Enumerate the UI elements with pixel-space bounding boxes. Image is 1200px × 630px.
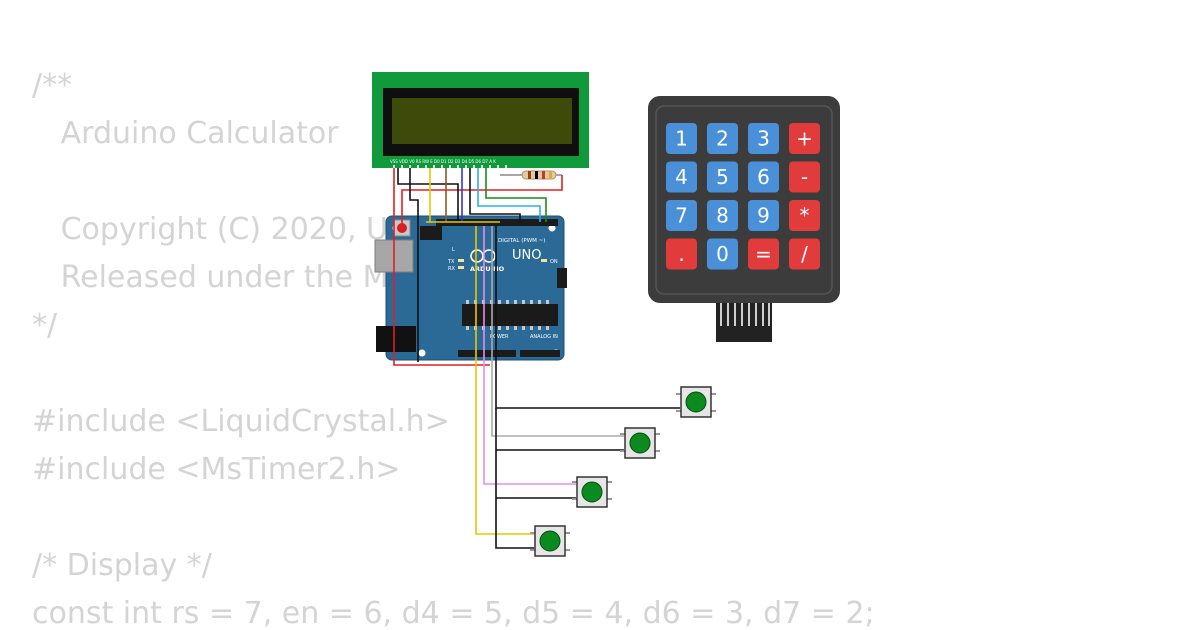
keypad-frame: [655, 105, 833, 295]
keypad-key-5[interactable]: [707, 161, 738, 193]
keypad-key-9[interactable]: [707, 200, 738, 231]
wire-button-4: [475, 226, 534, 535]
code-line: /**: [32, 68, 73, 103]
keypad-key-label: 6: [757, 165, 770, 189]
button-cap[interactable]: [629, 432, 651, 454]
mounting-hole: [548, 224, 556, 232]
keypad-key-label: 1: [675, 127, 688, 151]
on-led-label: ON: [550, 259, 558, 265]
keypad-key-label: 0: [716, 242, 729, 266]
keypad-key-label: .: [678, 242, 684, 266]
rx-label: RX: [448, 266, 455, 272]
wire-gnd-4: [495, 408, 534, 549]
keypad-key-label: 2: [716, 127, 729, 151]
keypad-key-15[interactable]: [789, 238, 820, 270]
icsp2-header: [557, 268, 567, 288]
keypad-key-7[interactable]: [789, 161, 820, 193]
arduino-brand: ARDUINO: [470, 265, 505, 273]
code-line: #include <LiquidCrystal.h>: [32, 404, 450, 439]
keypad-key-label: /: [801, 242, 808, 266]
power-header[interactable]: [458, 350, 516, 357]
keypad-key-label: 5: [716, 165, 729, 189]
keypad-key-14[interactable]: [748, 238, 779, 270]
digital-label: DIGITAL (PWM ~): [498, 238, 545, 244]
code-line: /* Display */: [32, 548, 212, 583]
icsp-header: [420, 226, 442, 240]
tx-label: TX: [447, 259, 455, 265]
keypad-key-6[interactable]: [748, 161, 779, 193]
lcd-pins: [393, 165, 507, 168]
keypad-key-label: +: [796, 127, 813, 151]
keypad-key-8[interactable]: [666, 200, 697, 231]
keypad-key-4[interactable]: [666, 161, 697, 193]
arduino-uno-board[interactable]: DIGITAL (PWM ~) ARDUINO UNO TX RX L ON P…: [374, 215, 567, 361]
power-label: POWER: [490, 334, 509, 340]
tx-led: [458, 259, 464, 262]
keypad-key-3[interactable]: [789, 123, 820, 154]
wire-black-3: [469, 168, 521, 222]
wire-cyan: [477, 168, 541, 222]
wire-black-2: [409, 168, 419, 362]
keypad-key-label: =: [755, 242, 772, 266]
wire-red-2: [401, 175, 563, 230]
analog-label: ANALOG IN: [530, 334, 558, 340]
wire-green: [485, 168, 547, 222]
lcd-pin-labels: VSS VDD V0 RS RW E D0 D1 D2 D3 D4 D5 D6 …: [390, 159, 496, 164]
code-line: const int rs = 7, en = 6, d4 = 5, d5 = 4…: [32, 596, 875, 630]
pushbutton-2[interactable]: [620, 427, 660, 459]
l-led-label: L: [452, 247, 455, 253]
keypad-key-label: 8: [716, 204, 729, 228]
code-line: */: [32, 308, 58, 343]
keypad-key-12[interactable]: [666, 238, 697, 270]
wire-button-3: [483, 226, 576, 485]
keypad-key-label: 4: [675, 165, 688, 189]
on-led: [541, 259, 547, 262]
code-line: Arduino Calculator: [32, 116, 339, 151]
pushbutton-1[interactable]: [676, 386, 716, 418]
button-cap[interactable]: [685, 391, 707, 413]
resistor[interactable]: [500, 170, 562, 180]
mounting-hole: [418, 349, 426, 357]
wire-red: [393, 168, 490, 366]
arduino-logo-icon: [482, 249, 496, 263]
button-cap[interactable]: [539, 530, 561, 552]
keypad-keys: 1 2 3 +4 5 6 - 7 8 9 *. 0 = /: [666, 123, 820, 270]
keypad-key-0[interactable]: [666, 123, 697, 154]
atmega-chip: [462, 304, 558, 326]
keypad-ribbon: [720, 300, 770, 326]
keypad-key-2[interactable]: [748, 123, 779, 154]
keypad-key-label: 3: [757, 127, 770, 151]
keypad-key-10[interactable]: [748, 200, 779, 231]
keypad-key-label: 7: [675, 204, 688, 228]
keypad-4x4[interactable]: 1 2 3 +4 5 6 - 7 8 9 *. 0 = /: [648, 96, 840, 342]
button-cap[interactable]: [581, 481, 603, 503]
keypad-key-label: 9: [757, 204, 770, 228]
board-model: UNO: [512, 248, 541, 263]
wire-button-2: [491, 226, 624, 437]
pushbutton-3[interactable]: [572, 476, 612, 508]
analog-header[interactable]: [520, 350, 560, 357]
pushbutton-4[interactable]: [530, 525, 570, 557]
keypad-key-11[interactable]: [789, 200, 820, 231]
rx-led: [458, 266, 464, 269]
wire-black: [397, 168, 459, 222]
keypad-key-label: -: [801, 165, 808, 189]
lcd-screen: [392, 98, 572, 144]
power-jack: [376, 326, 416, 352]
keypad-key-1[interactable]: [707, 123, 738, 154]
keypad-key-label: *: [800, 204, 810, 228]
code-line: #include <MsTimer2.h>: [32, 452, 401, 487]
keypad-key-13[interactable]: [707, 238, 738, 270]
lcd-16x2[interactable]: VSS VDD V0 RS RW E D0 D1 D2 D3 D4 D5 D6 …: [372, 72, 589, 168]
wires: [393, 168, 680, 549]
